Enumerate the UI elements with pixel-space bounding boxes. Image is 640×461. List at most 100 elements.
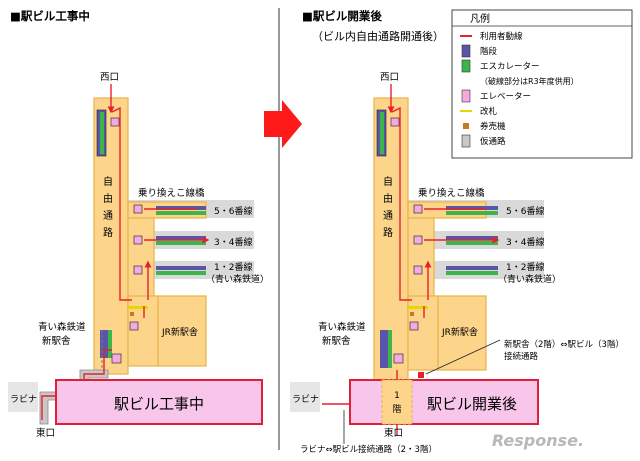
right-track-34: 3・4番線 <box>506 236 544 248</box>
legend-label: 券売機 <box>480 121 506 132</box>
legend-swatch <box>463 123 469 129</box>
left-station-building <box>55 379 263 425</box>
right-west-exit: 西口 <box>380 72 399 83</box>
left-panel: ■駅ビル工事中 JR新駅舎 <box>8 9 269 439</box>
left-track-12-note: （青い森鉄道） <box>206 273 269 285</box>
escalator-lower-left <box>108 330 112 358</box>
elevator-56-left <box>133 204 143 214</box>
left-passage-char-2: 由 <box>103 192 113 205</box>
elevator-concourse-left <box>129 321 139 331</box>
ticket-gate-right <box>408 306 428 309</box>
legend-items: 利用者動線階段エスカレーター（破線部分はR3年度供用）エレベーター改札券売機仮通… <box>460 31 579 148</box>
elevator-12-right <box>413 265 423 275</box>
left-transfer-bridge: 乗り換えこ線橋 <box>138 187 205 199</box>
right-track-12: 1・2番線 <box>506 261 544 273</box>
ticket-machine-left <box>130 312 134 316</box>
platform-equipment-12-r <box>413 265 498 275</box>
escalator-upper-right-green <box>380 112 384 154</box>
platform-equipment-12 <box>133 265 206 275</box>
right-aoimori-line2: 新駅舎 <box>322 335 351 347</box>
right-passage-char-3: 通 <box>383 210 393 222</box>
right-aoimori-line1: 青い森鉄道 <box>318 321 366 333</box>
stairs-12-left <box>156 266 206 270</box>
elevator-34-right <box>413 235 423 245</box>
right-callout-line1: 新駅舎（2階）⇔駅ビル（3階） <box>504 339 624 350</box>
transfer-bridge <box>127 201 155 311</box>
escalator-12-left <box>156 271 206 275</box>
escalator-56-right <box>446 211 498 215</box>
right-east-exit: 東口 <box>384 427 403 439</box>
left-heading: ■駅ビル工事中 <box>10 9 90 23</box>
right-first-floor-2: 階 <box>392 404 401 415</box>
elevator-lower-left <box>111 353 122 364</box>
left-rabina-block <box>8 382 38 412</box>
left-east-exit: 東口 <box>36 427 55 439</box>
legend-title: 凡例 <box>470 12 490 25</box>
legend-label: 利用者動線 <box>480 31 523 42</box>
legend-swatch <box>461 44 471 58</box>
route-left-main <box>111 106 132 301</box>
legend-label: 階段 <box>480 46 498 57</box>
right-rabina-label: ラビナ <box>292 394 319 405</box>
right-heading: ■駅ビル開業後 <box>302 9 382 23</box>
right-station-building <box>349 379 539 425</box>
left-passage-char-3: 通 <box>103 210 113 222</box>
right-first-floor-passage <box>381 379 413 425</box>
right-passage-char-1: 自 <box>383 175 393 188</box>
escalator-12-right <box>446 271 498 275</box>
legend-label: （破線部分はR3年度供用） <box>480 76 579 86</box>
ticket-machine-right <box>410 312 414 316</box>
legend-swatch <box>461 134 471 148</box>
jr-station-block <box>157 295 207 367</box>
elevator-upper-right <box>390 117 400 127</box>
legend-label: エレベーター <box>480 92 531 102</box>
elevator-12-left <box>133 265 143 275</box>
route-left <box>41 84 210 420</box>
ticket-gate-left <box>128 306 148 309</box>
watermark: Response. <box>492 431 584 450</box>
right-track-56: 5・6番線 <box>506 205 544 217</box>
left-aoimori-line2: 新駅舎 <box>42 335 71 347</box>
left-track-56: 5・6番線 <box>214 205 252 217</box>
legend-label: エスカレーター <box>480 62 540 72</box>
right-first-floor-1: 1 <box>394 391 400 401</box>
elevator-lower-right <box>393 353 404 364</box>
platform-equipment-34 <box>133 235 206 245</box>
right-jr-new-station-label: JR新駅舎 <box>441 326 478 338</box>
escalator-34-left <box>156 241 206 245</box>
elevator-56-right <box>413 204 423 214</box>
right-passage-char-2: 由 <box>383 192 393 205</box>
left-passage-char-1: 自 <box>103 175 113 188</box>
stairs-12-right <box>446 266 498 270</box>
legend-swatch <box>461 59 471 73</box>
stairs-lower-right <box>380 330 388 368</box>
left-rabina-label: ラビナ <box>10 394 37 405</box>
left-passage-char-4: 路 <box>103 226 113 239</box>
transition-arrow <box>264 100 302 148</box>
platform-equipment-56-r <box>413 204 498 215</box>
stairs-56-left <box>156 206 206 210</box>
right-rabina-block <box>290 382 320 412</box>
legend-box <box>451 9 633 159</box>
stairs-34-right <box>446 236 498 240</box>
escalator-56-left <box>156 211 206 215</box>
right-transfer-bridge: 乗り換えこ線橋 <box>418 187 485 199</box>
right-passage-char-4: 路 <box>383 226 393 239</box>
stairs-lower-left <box>100 330 108 358</box>
route-right-main <box>391 106 412 301</box>
left-west-exit: 西口 <box>100 72 119 83</box>
right-track-12-note: （青い森鉄道） <box>498 273 561 285</box>
jr-new-station-label: JR新駅舎 <box>161 326 198 338</box>
right-station-building-label: 駅ビル開業後 <box>427 395 517 413</box>
elevator-concourse-right <box>409 321 419 331</box>
right-bottom-callout: ラビナ⇔駅ビル接続通路（2・3階） <box>300 444 437 455</box>
elevator-34-left <box>133 235 143 245</box>
right-connection-marker <box>418 372 424 378</box>
left-track-34: 3・4番線 <box>214 236 252 248</box>
escalator-lower-right <box>388 330 392 368</box>
right-callout-leader <box>425 339 501 375</box>
legend-swatch <box>461 89 471 103</box>
legend: 凡例 利用者動線階段エスカレーター（破線部分はR3年度供用）エレベーター改札券売… <box>451 9 633 159</box>
stairs-34-left <box>156 236 206 240</box>
